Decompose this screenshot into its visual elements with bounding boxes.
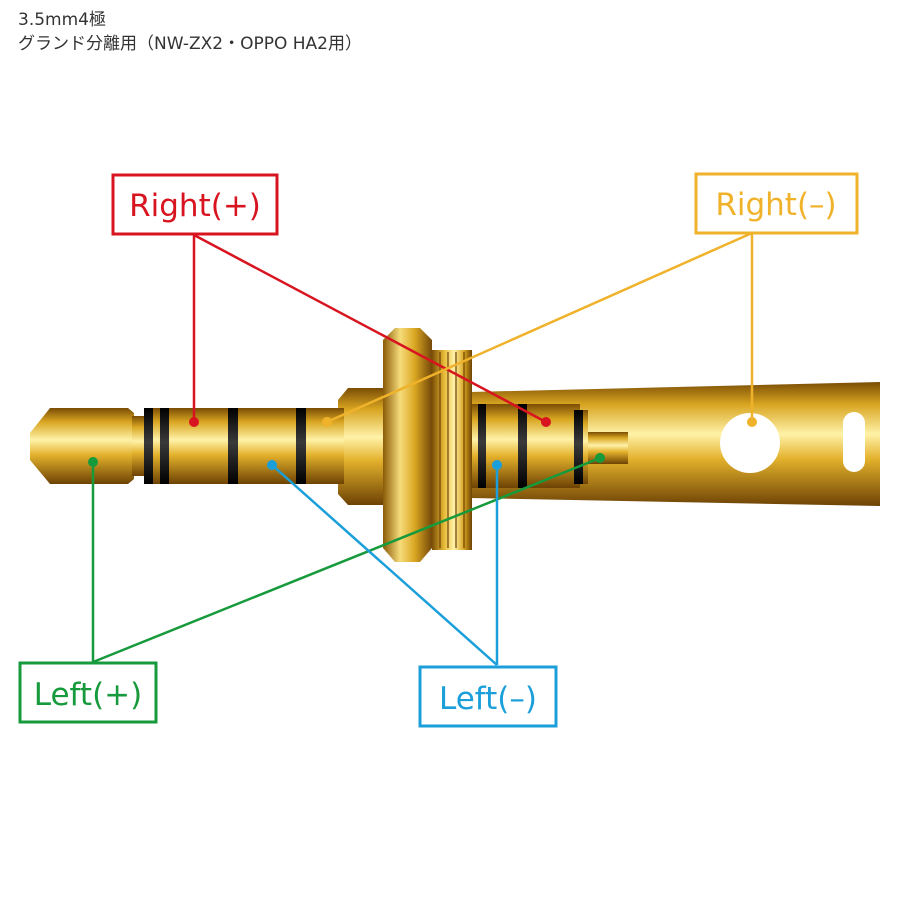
diagram-title: 3.5mm4極 グランド分離用（NW-ZX2・OPPO HA2用） bbox=[18, 8, 362, 56]
title-line-1: 3.5mm4極 bbox=[18, 10, 106, 30]
right-minus-label: Right(–) bbox=[715, 187, 836, 223]
right-plus-box bbox=[111, 173, 279, 236]
plug-shaft bbox=[30, 408, 344, 484]
right-minus-box bbox=[694, 172, 859, 235]
rear-insulator-1 bbox=[478, 404, 486, 488]
left-minus-label: Left(–) bbox=[439, 681, 537, 717]
housing-hole bbox=[720, 413, 780, 473]
right-plus-label: Right(+) bbox=[129, 188, 261, 224]
rear-insulator-3 bbox=[574, 410, 583, 484]
plug-tip bbox=[30, 408, 134, 484]
right-plus-callout: Right(+) bbox=[111, 173, 551, 427]
rear-pin bbox=[588, 432, 628, 464]
housing-slot bbox=[843, 412, 865, 472]
left-plus-callout: Left(+) bbox=[18, 453, 605, 724]
title-line-2: グランド分離用（NW-ZX2・OPPO HA2用） bbox=[18, 34, 362, 54]
right-minus-callout: Right(–) bbox=[322, 172, 859, 427]
insulator-ring-1 bbox=[144, 408, 153, 484]
left-plus-label: Left(+) bbox=[34, 677, 143, 713]
left-minus-box bbox=[418, 665, 558, 728]
plug-flange bbox=[383, 328, 432, 562]
insulator-ring-2 bbox=[160, 408, 169, 484]
insulator-ring-3 bbox=[228, 408, 238, 484]
left-plus-box bbox=[18, 661, 158, 724]
tip-neck bbox=[132, 416, 146, 476]
insulator-ring-4 bbox=[296, 408, 306, 484]
left-minus-callout: Left(–) bbox=[267, 460, 558, 728]
sleeve-shoulder bbox=[338, 388, 383, 505]
rear-insulator-2 bbox=[518, 404, 527, 488]
plug-rings bbox=[144, 408, 344, 484]
